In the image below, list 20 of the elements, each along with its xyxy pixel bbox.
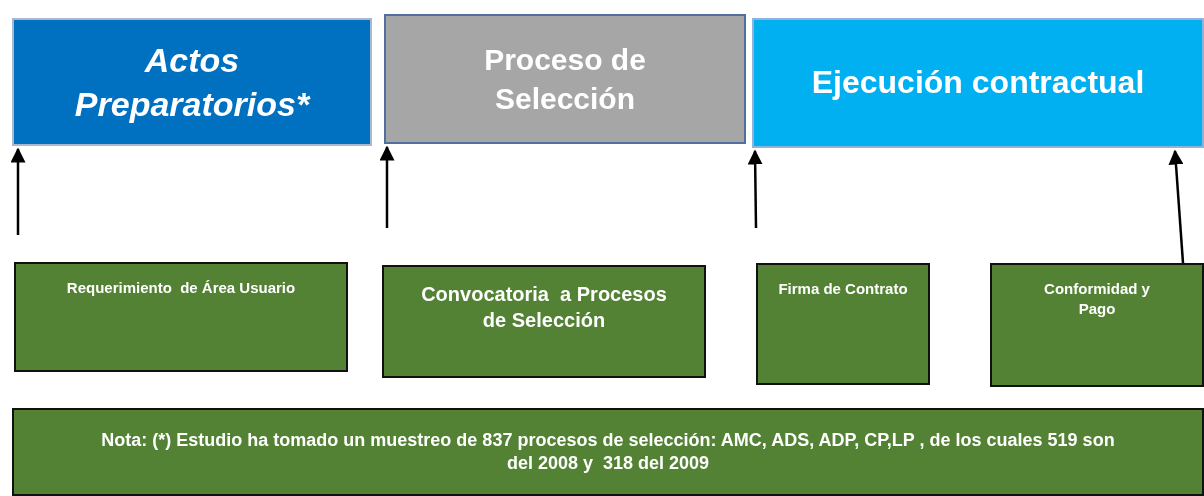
note-box xyxy=(12,408,1204,496)
box-label: Requerimiento de Área Usuario xyxy=(66,278,296,298)
phase-box xyxy=(752,18,1204,148)
box-label: Conformidad y Pago xyxy=(1043,279,1151,318)
arrow xyxy=(747,149,763,228)
step-box xyxy=(14,262,348,372)
box-label: Ejecución contractual xyxy=(811,63,1145,103)
box-label: Actos Preparatorios* xyxy=(73,39,312,125)
step-box xyxy=(756,263,930,385)
phase-box xyxy=(384,14,746,144)
step-box xyxy=(382,265,706,378)
step-box xyxy=(990,263,1204,387)
box-label: Firma de Contrato xyxy=(778,279,908,299)
box-label: Nota: (*) Estudio ha tomado un muestreo de 837 procesos de selección: AMC, ADS, ADP, CP,LP , de los cuales 519 son del 2008 y 318 del 2009 xyxy=(100,428,1116,475)
arrow xyxy=(1168,149,1185,264)
box-label: Proceso de Selección xyxy=(483,42,647,117)
phase-box xyxy=(12,18,372,146)
box-label: Convocatoria a Procesos de Selección xyxy=(420,282,668,333)
arrow xyxy=(379,145,395,228)
arrow xyxy=(10,147,26,235)
